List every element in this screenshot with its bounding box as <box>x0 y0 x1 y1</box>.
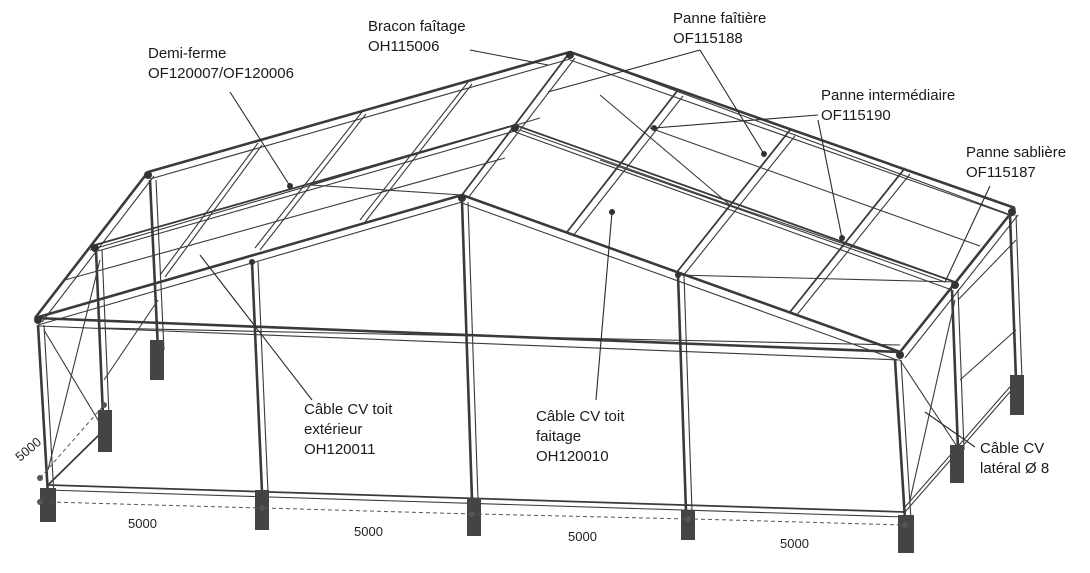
far-right-rafter <box>569 50 1016 217</box>
panne-intermediaire-code: OF115190 <box>821 107 891 124</box>
panne-sabliere-code: OF115187 <box>966 164 1036 181</box>
leader-lines <box>199 49 991 448</box>
dim-bay-2: 5000 <box>354 524 383 539</box>
left-slope-rafters <box>159 81 473 278</box>
intermediate-purlins-right <box>461 51 1009 317</box>
panne-intermediaire-name: Panne intermédiaire <box>821 87 955 104</box>
tent-frame <box>33 50 1024 553</box>
cable-faitage-line1: Câble CV toit <box>536 408 625 425</box>
bracon-name: Bracon faîtage <box>368 18 466 35</box>
cable-exterieur-code: OH120011 <box>304 441 375 458</box>
base-feet <box>40 340 1024 553</box>
front-right-gable <box>461 193 1019 361</box>
bracon-code: OH115006 <box>368 38 439 55</box>
demi-ferme-code: OF120007/OF120006 <box>148 65 294 82</box>
dimensions: 5000 5000 5000 5000 5000 <box>12 402 908 551</box>
roof-cables <box>309 94 956 283</box>
middle-truss <box>514 124 956 291</box>
panne-faitiere-code: OF115188 <box>673 30 743 47</box>
dim-bay-1: 5000 <box>128 516 157 531</box>
labels: Demi-ferme OF120007/OF120006 Bracon faît… <box>148 10 1066 477</box>
cable-faitage-line2: faitage <box>536 428 581 445</box>
cable-exterieur-line2: extérieur <box>304 421 362 438</box>
cable-faitage-code: OH120010 <box>536 448 609 465</box>
dim-bay-4: 5000 <box>780 536 809 551</box>
ground-rails <box>47 379 1017 518</box>
cable-lateral-line1: Câble CV <box>980 440 1044 457</box>
cable-lateral-line2: latéral Ø 8 <box>980 460 1049 477</box>
demi-ferme-name: Demi-ferme <box>148 45 226 62</box>
cable-exterieur-line1: Câble CV toit <box>304 401 393 418</box>
panne-sabliere-name: Panne sablière <box>966 144 1066 161</box>
dim-side: 5000 <box>12 434 44 464</box>
back-posts <box>94 179 1023 451</box>
wall-cables <box>43 239 1017 501</box>
panne-faitiere-name: Panne faîtière <box>673 10 766 27</box>
front-posts <box>36 201 912 521</box>
left-gable <box>33 124 516 326</box>
ridge-beam <box>147 50 571 180</box>
dim-bay-3: 5000 <box>568 529 597 544</box>
